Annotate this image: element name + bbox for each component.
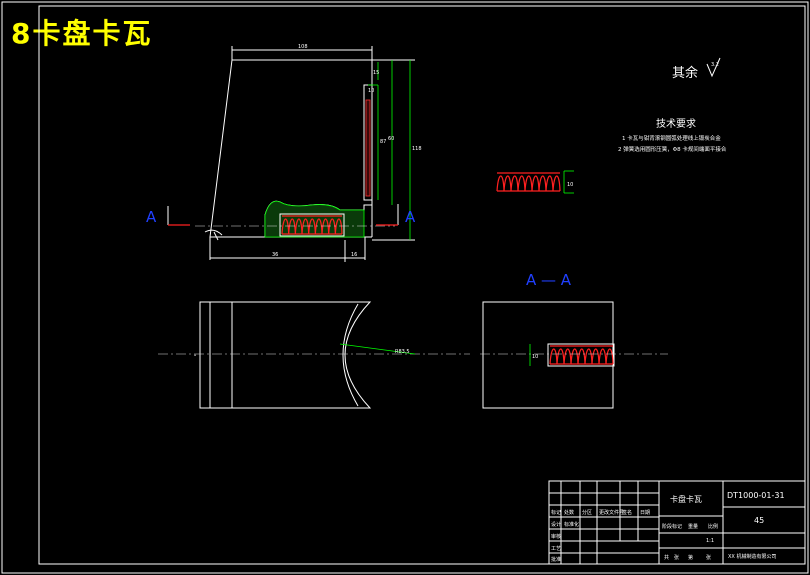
dim-radius: R83.5: [395, 349, 410, 355]
dim-mid-height: 60: [388, 136, 394, 142]
tb-label-date: 日期: [640, 510, 650, 516]
tb-sheet-total: 共: [664, 554, 669, 561]
dim-section: 10: [532, 354, 538, 360]
tb-standard: 标准化: [564, 521, 579, 528]
top-view-outline: [199, 301, 372, 409]
dim-total-height: 118: [412, 146, 422, 152]
spring-detail: 10: [496, 170, 574, 194]
tb-designer: 设计: [551, 521, 561, 528]
dim-spring-height: 10: [567, 182, 573, 188]
tb-weight: 重量: [688, 523, 698, 530]
dim-top-view-left: ₐ: [194, 352, 196, 358]
tb-label-change: 更改文件号: [599, 509, 624, 516]
inner-border: [38, 5, 806, 565]
dim-bottom-width: 36: [272, 252, 278, 258]
tech-req-item-1: 1 卡瓦与钳背滚钢圆弧处理线上锻炭合金: [622, 134, 721, 142]
tb-sheet-unit1: 张: [674, 554, 679, 561]
tb-stage: 阶段标记: [662, 523, 682, 530]
surface-finish-label: 其余: [672, 65, 698, 81]
section-outline: [482, 301, 614, 409]
spring-bore: [279, 213, 345, 237]
tb-drawing-no: DT1000-01-31: [727, 491, 785, 500]
front-spring: [281, 215, 343, 235]
dim-small-height: 15: [373, 70, 379, 76]
tb-label-zone: 分区: [582, 509, 592, 516]
section-mark-left: A: [146, 208, 157, 226]
section-a-a: A — A 10: [480, 271, 668, 409]
drawing-title: 8卡盘卡瓦: [11, 17, 153, 50]
title-block: 标记 处数 分区 更改文件号 签名 日期 设计 标准化 审核 工艺 批准 卡盘卡…: [548, 480, 806, 565]
dim-small2: 10: [368, 88, 374, 94]
tb-scale: 1:1: [706, 538, 714, 544]
dim-inner-height: 87: [380, 139, 386, 145]
tb-company: XX 机械制造有限公司: [728, 553, 776, 560]
tech-req-heading: 技术要求: [656, 117, 696, 130]
tb-process: 工艺: [551, 546, 561, 552]
tb-part-name: 卡盘卡瓦: [670, 494, 702, 504]
tb-sheet-no: 第: [688, 554, 693, 561]
tb-review: 审核: [551, 533, 561, 540]
slot-hatch: [365, 99, 371, 197]
dim-top-width: 108: [298, 44, 308, 50]
tb-label-count: 处数: [564, 509, 574, 516]
surface-finish-value: 3.2: [711, 62, 719, 68]
top-view: R83.5 ₐ: [158, 301, 470, 409]
tech-req-item-2: 2 弹簧选用圆形压簧，Φ8 卡规间端面平接合: [618, 145, 727, 153]
tb-label-sign: 签名: [622, 509, 632, 516]
roughness-symbol: [706, 57, 721, 78]
tb-material: 45: [754, 516, 764, 525]
dim-bottom-right: 16: [351, 252, 357, 258]
tb-scale-label: 比例: [708, 523, 718, 530]
section-spring: [549, 345, 614, 365]
tb-approve: 批准: [551, 556, 561, 563]
section-title: A — A: [526, 271, 572, 289]
section-mark-right: A: [405, 208, 416, 226]
tb-sheet-unit2: 张: [706, 554, 711, 561]
front-view: 108 118 60 87 15 10 36 16 A A: [146, 44, 422, 262]
tb-label-mark: 标记: [551, 509, 561, 516]
detail-spring: [496, 172, 561, 192]
